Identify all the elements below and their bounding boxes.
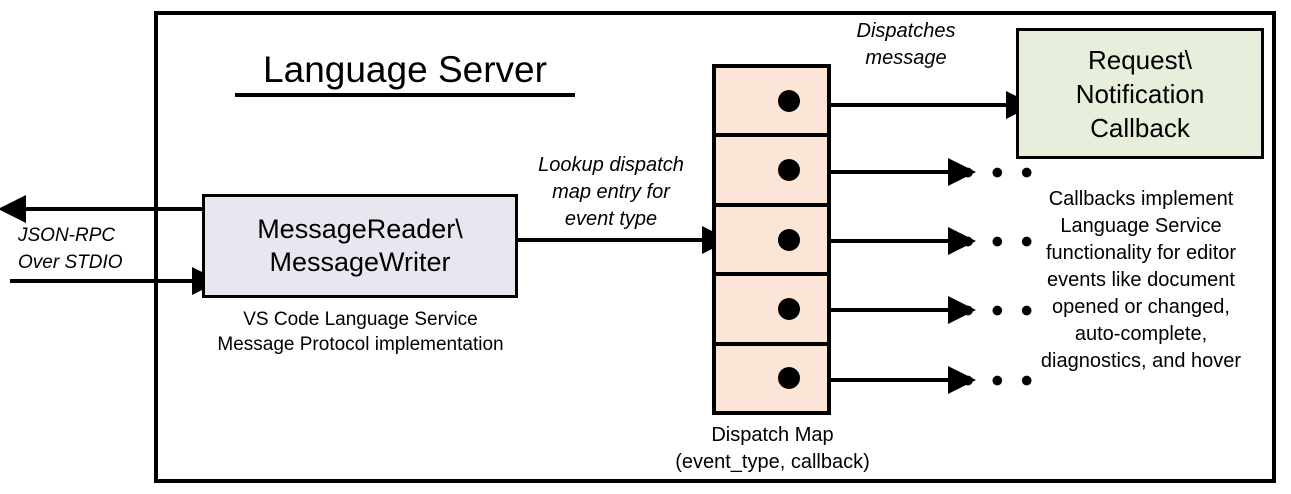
jsonrpc-label: JSON-RPC Over STDIO bbox=[18, 222, 168, 276]
callback-dot-icon bbox=[778, 159, 800, 182]
messagereader-caption-line1: VS Code Language Service bbox=[243, 309, 478, 330]
page-title: Language Server bbox=[235, 48, 575, 97]
dispatch-map-cell-5[interactable] bbox=[716, 346, 827, 411]
dispatches-message-label: Dispatches message bbox=[832, 18, 980, 72]
dispatches-label-line2: message bbox=[865, 47, 947, 69]
language-server-frame bbox=[154, 11, 1276, 483]
dispatch-map-cell-2[interactable] bbox=[716, 137, 827, 207]
lookup-label-line1: Lookup dispatch bbox=[538, 154, 684, 176]
messagereader-line1: MessageReader\ bbox=[257, 214, 463, 244]
lookup-label-line2: map entry for bbox=[552, 181, 670, 203]
jsonrpc-label-line2: Over STDIO bbox=[18, 252, 123, 273]
callback-box-line2: Notification bbox=[1075, 78, 1205, 109]
callback-dot-icon bbox=[778, 297, 800, 320]
request-notification-callback-box[interactable]: Request\ Notification Callback bbox=[1016, 28, 1264, 159]
callback-box-line1: Request\ bbox=[1087, 44, 1193, 75]
dispatch-map-caption-line1: Dispatch Map bbox=[711, 424, 834, 446]
callback-desc-line1: Callbacks implement bbox=[1048, 188, 1234, 210]
callback-desc-line2: Language Service bbox=[1060, 215, 1222, 237]
callback-description: Callbacks implement Language Service fun… bbox=[1010, 186, 1272, 375]
jsonrpc-label-line1: JSON-RPC bbox=[18, 225, 116, 246]
dispatch-map-table[interactable] bbox=[712, 64, 831, 415]
lookup-label-line3: event type bbox=[564, 208, 658, 230]
dispatch-map-cell-3[interactable] bbox=[716, 207, 827, 277]
callback-dot-icon bbox=[778, 367, 800, 390]
callback-desc-line5: opened or changed, bbox=[1052, 296, 1230, 318]
messagereader-writer-box[interactable]: MessageReader\ MessageWriter bbox=[202, 194, 518, 298]
callback-desc-line7: diagnostics, and hover bbox=[1040, 350, 1242, 372]
dispatch-map-cell-4[interactable] bbox=[716, 276, 827, 346]
dispatch-map-cell-1[interactable] bbox=[716, 68, 827, 138]
lookup-dispatch-label: Lookup dispatch map entry for event type bbox=[516, 152, 706, 233]
dispatches-label-line1: Dispatches bbox=[856, 20, 956, 42]
dispatch-map-caption: Dispatch Map (event_type, callback) bbox=[640, 422, 905, 476]
callback-desc-line3: functionality for editor bbox=[1045, 242, 1237, 264]
dispatch-map-caption-line2: (event_type, callback) bbox=[675, 451, 870, 473]
callback-box-line3: Callback bbox=[1090, 112, 1190, 143]
ellipsis-1: • • • bbox=[962, 154, 1037, 192]
messagereader-caption-line2: Message Protocol implementation bbox=[217, 334, 504, 355]
callback-dot-icon bbox=[778, 89, 800, 112]
messagereader-line2: MessageWriter bbox=[269, 247, 451, 277]
messagereader-caption: VS Code Language Service Message Protoco… bbox=[188, 307, 533, 357]
callback-desc-line4: events like document bbox=[1047, 269, 1235, 291]
callback-dot-icon bbox=[778, 228, 800, 251]
callback-desc-line6: auto-complete, bbox=[1074, 323, 1208, 345]
